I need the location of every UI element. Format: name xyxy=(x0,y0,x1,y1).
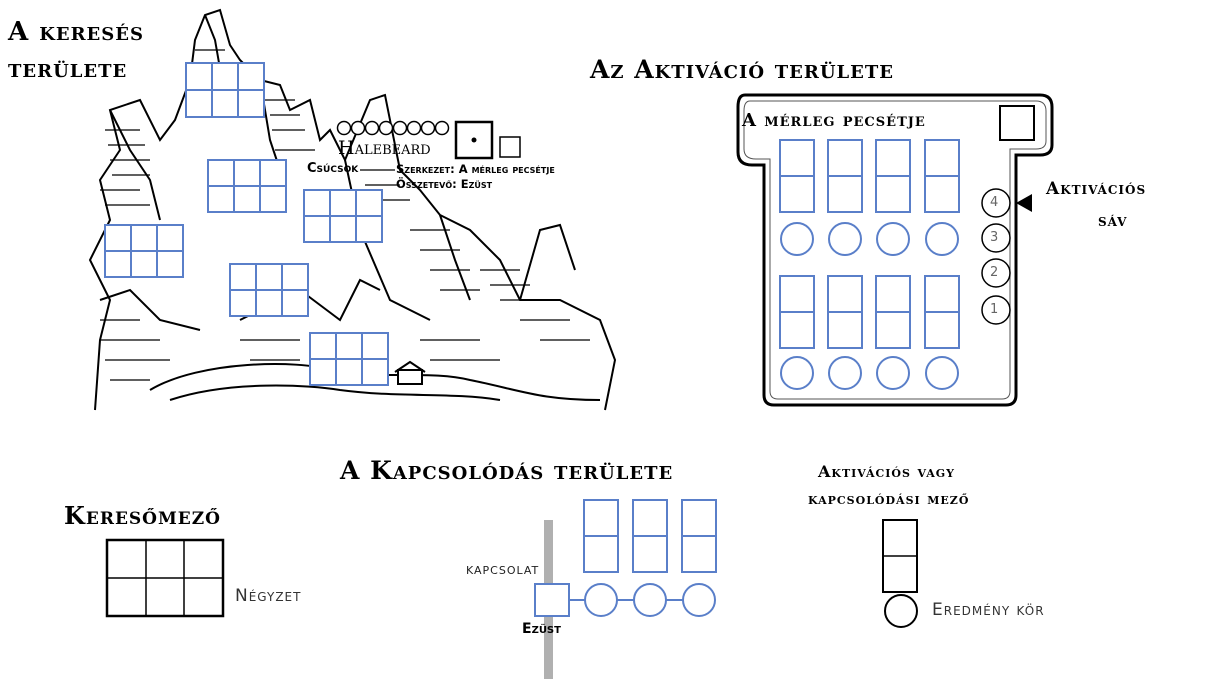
connection-slot-1[interactable] xyxy=(583,499,619,573)
track-step-4[interactable] xyxy=(981,188,1011,218)
legend-square-label: Négyzet xyxy=(235,586,302,606)
legend-search-box xyxy=(105,538,225,618)
result-circle-1[interactable] xyxy=(780,222,814,256)
activation-slot-7[interactable] xyxy=(875,275,911,349)
result-circle-4[interactable] xyxy=(925,222,959,256)
connection-circle-3[interactable] xyxy=(682,583,716,617)
track-step-1[interactable] xyxy=(981,295,1011,325)
search-box-1[interactable] xyxy=(185,62,265,118)
connection-circle-1[interactable] xyxy=(584,583,618,617)
search-area-title-line1: A keresés xyxy=(8,17,144,47)
legend-result-circle-label: Eredmény kör xyxy=(932,600,1045,620)
result-circle-7[interactable] xyxy=(876,356,910,390)
legend-search-box-title: Keresőmező xyxy=(64,501,221,530)
search-box-3[interactable] xyxy=(303,189,383,243)
component-text: Összetevő: Ezüst xyxy=(396,177,493,191)
search-box-5[interactable] xyxy=(229,263,309,317)
track-number-4: 4 xyxy=(990,195,999,210)
activation-slot-1[interactable] xyxy=(779,139,815,213)
connection-circle-2[interactable] xyxy=(633,583,667,617)
activation-slot-5[interactable] xyxy=(779,275,815,349)
search-area-title-line2: területe xyxy=(8,54,128,84)
result-circle-8[interactable] xyxy=(925,356,959,390)
search-box-2[interactable] xyxy=(207,159,287,213)
result-circle-5[interactable] xyxy=(780,356,814,390)
result-circle-6[interactable] xyxy=(828,356,862,390)
track-label-line2: sáv xyxy=(1098,211,1128,231)
silver-square[interactable] xyxy=(534,583,570,617)
construct-name: A mérleg pecsétje xyxy=(742,110,926,131)
connection-silver-label: Ezüst xyxy=(522,621,561,637)
result-circle-2[interactable] xyxy=(828,222,862,256)
activation-slot-2[interactable] xyxy=(827,139,863,213)
small-square[interactable] xyxy=(499,136,521,158)
track-number-2: 2 xyxy=(990,265,999,280)
result-circle-3[interactable] xyxy=(876,222,910,256)
activation-slot-8[interactable] xyxy=(924,275,960,349)
location-subtitle: Csúcsok xyxy=(307,161,359,176)
connection-area-title: A Kapcsolódás területe xyxy=(340,456,674,485)
track-pointer-icon xyxy=(1016,194,1032,212)
search-box-4[interactable] xyxy=(104,224,184,278)
search-box-6[interactable] xyxy=(309,332,389,386)
search-boxes-layer xyxy=(104,62,521,386)
connection-slot-2[interactable] xyxy=(632,499,668,573)
connection-slot-3[interactable] xyxy=(681,499,717,573)
legend-slot-title-line2: kapcsolódási mező xyxy=(808,489,970,508)
track-step-3[interactable] xyxy=(981,223,1011,253)
track-number-3: 3 xyxy=(990,230,999,245)
activation-slot-6[interactable] xyxy=(827,275,863,349)
structure-text: Szerkezet: A mérleg pecsétje xyxy=(396,162,555,176)
location-name: Halebeard xyxy=(338,137,431,159)
construct-square[interactable] xyxy=(999,105,1035,141)
activation-area-title: Az Aktiváció területe xyxy=(590,55,895,84)
track-label-line1: Aktivációs xyxy=(1046,179,1147,199)
legend-result-circle xyxy=(884,594,918,628)
activation-slot-3[interactable] xyxy=(875,139,911,213)
track-number-1: 1 xyxy=(990,302,999,317)
legend-slot-title-line1: Aktivációs vagy xyxy=(818,462,955,481)
activation-slot-4[interactable] xyxy=(924,139,960,213)
track-step-2[interactable] xyxy=(981,258,1011,288)
connection-link-label: kapcsolat xyxy=(466,560,540,578)
